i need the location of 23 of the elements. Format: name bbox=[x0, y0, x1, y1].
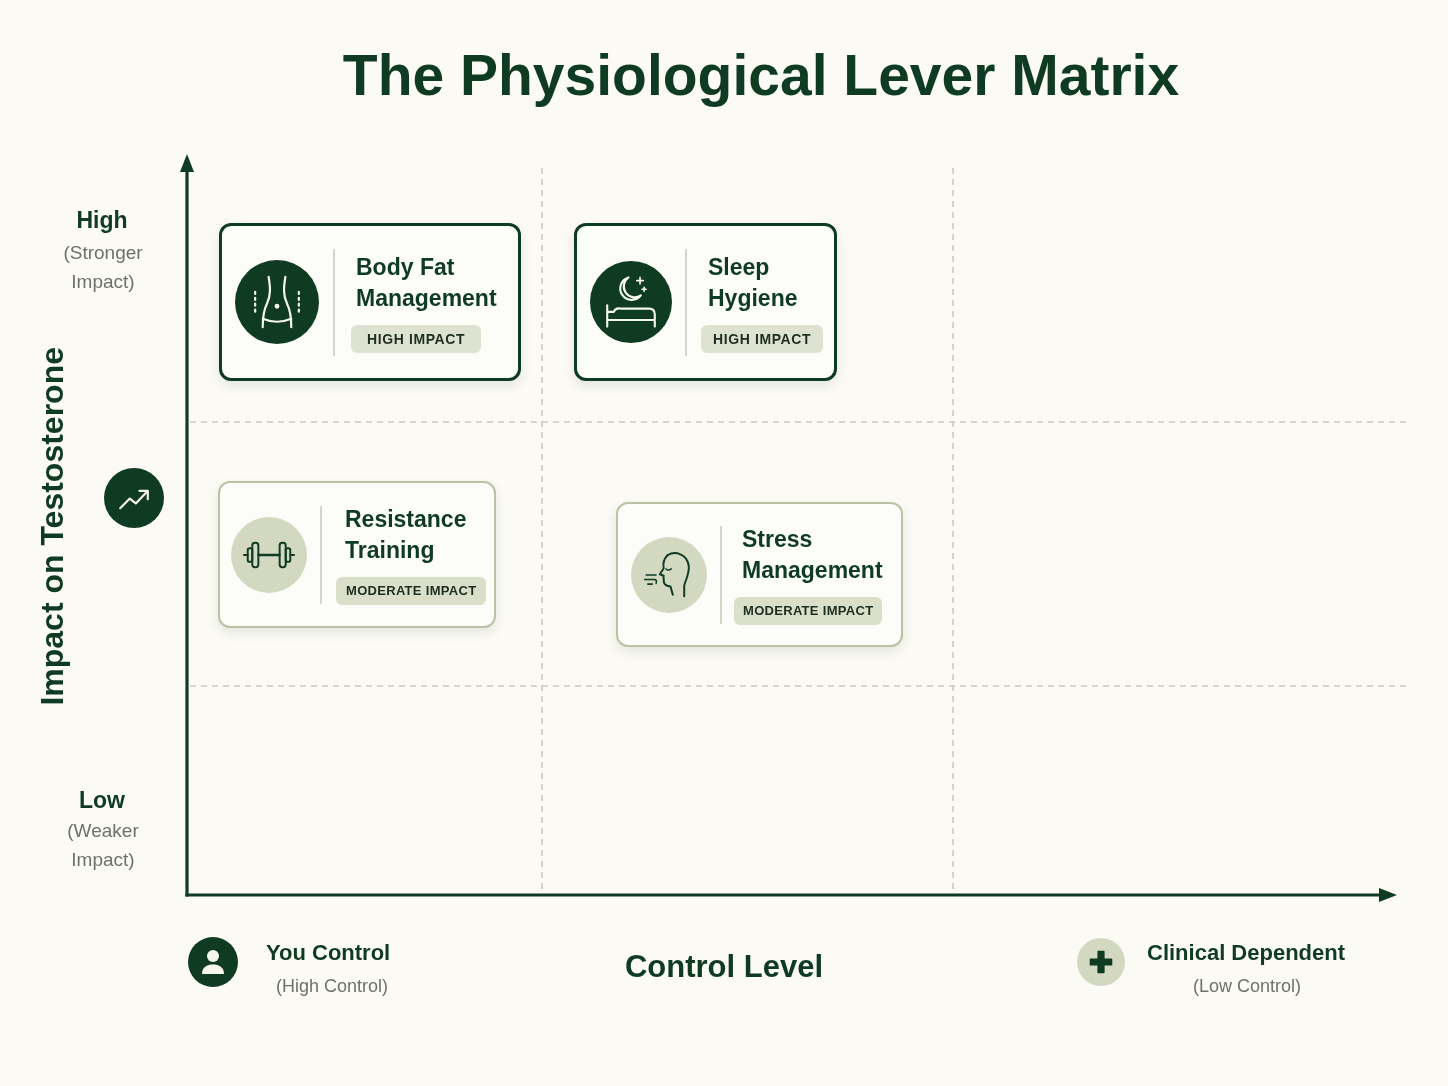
endpoint-label: You Control bbox=[266, 939, 391, 967]
card-title: Resistance Training bbox=[345, 505, 468, 565]
impact-badge: HIGH IMPACT bbox=[701, 324, 824, 353]
level-note: (Weaker Impact) bbox=[66, 819, 140, 872]
level-note: (Stronger Impact) bbox=[62, 241, 144, 294]
lever-card bbox=[219, 223, 521, 381]
card-title: Stress Management bbox=[742, 525, 884, 585]
axis-title: Impact on Testosterone bbox=[33, 347, 71, 706]
lever-card bbox=[616, 502, 903, 647]
lever-card bbox=[574, 223, 837, 381]
axis-title: Control Level bbox=[623, 948, 825, 986]
impact-badge: MODERATE IMPACT bbox=[734, 597, 883, 625]
card-title: Sleep Hygiene bbox=[708, 252, 799, 313]
lever-card bbox=[218, 481, 496, 628]
level-note: (High Control) bbox=[274, 975, 389, 998]
endpoint-label: Clinical Dependent bbox=[1147, 939, 1346, 967]
diagram-title: The Physiological Lever Matrix bbox=[341, 42, 1181, 109]
impact-badge: MODERATE IMPACT bbox=[336, 577, 487, 605]
level-label: High bbox=[75, 206, 129, 235]
level-note: (Low Control) bbox=[1191, 975, 1302, 998]
card-title: Body Fat Management bbox=[356, 252, 498, 313]
impact-badge: HIGH IMPACT bbox=[351, 324, 482, 353]
level-label: Low bbox=[78, 786, 126, 815]
